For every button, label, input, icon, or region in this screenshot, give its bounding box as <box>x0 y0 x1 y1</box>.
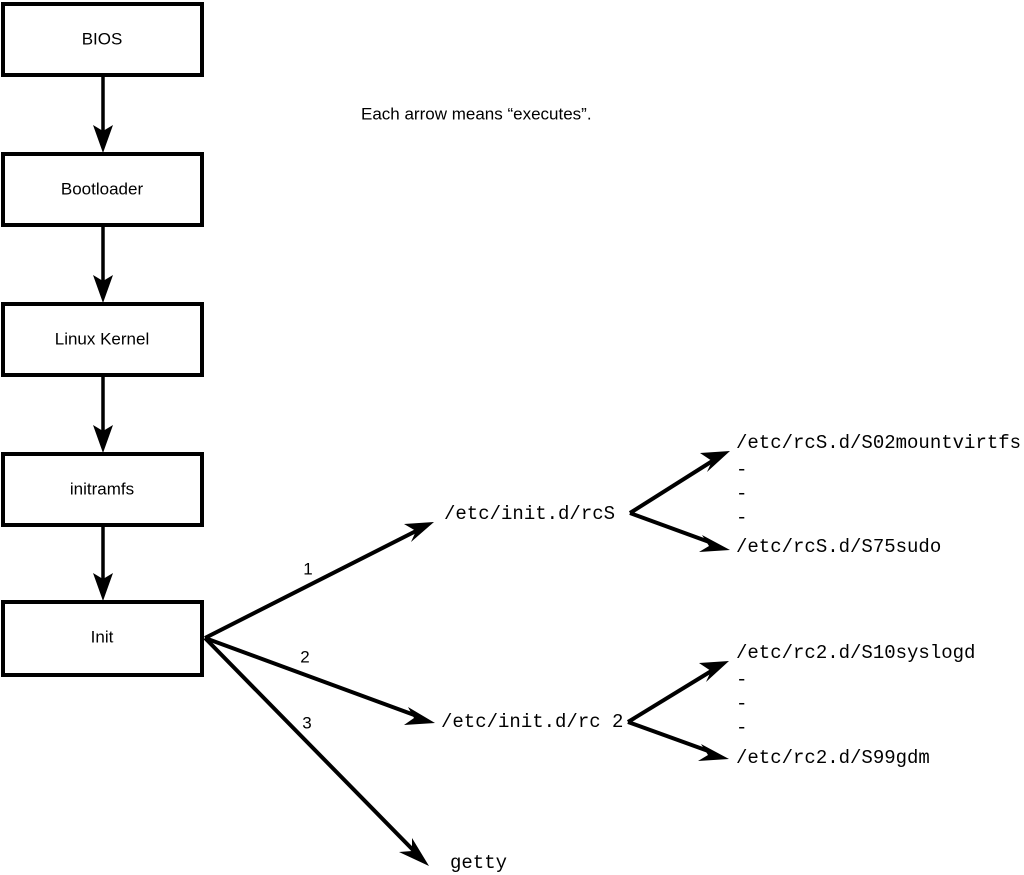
rcs-script-first: /etc/rcS.d/S02mountvirtfs <box>736 432 1021 454</box>
branch-number-3: 3 <box>302 713 311 732</box>
init-branch-numbers: 1 2 3 <box>300 559 312 732</box>
node-bootloader: Bootloader <box>1 152 204 227</box>
node-init-label: Init <box>91 627 114 646</box>
branch-target-rc2: /etc/init.d/rc 2 <box>441 711 623 733</box>
arrow-init-branch-1 <box>204 522 434 640</box>
init-branch-arrows <box>203 522 435 866</box>
init-branch-targets: /etc/init.d/rcS /etc/init.d/rc 2 getty <box>441 503 623 874</box>
arrow-rcs-to-last <box>629 511 730 552</box>
node-initramfs-rect <box>1 452 204 527</box>
node-linux-kernel-rect <box>1 302 204 377</box>
rc2-script-labels: /etc/rc2.d/S10syslogd - - - /etc/rc2.d/S… <box>736 642 975 769</box>
arrow-init-branch-3 <box>203 636 429 866</box>
branch-number-2: 2 <box>300 647 309 666</box>
node-initramfs-label: initramfs <box>70 479 134 498</box>
rc2-ellipsis-dash-1: - <box>736 669 747 691</box>
arrow-bootloader-to-kernel <box>93 226 113 303</box>
rc2-ellipsis-dash-3: - <box>736 717 747 739</box>
arrow-init-branch-2 <box>204 636 435 725</box>
node-bootloader-label: Bootloader <box>61 179 144 198</box>
branch-target-rcs: /etc/init.d/rcS <box>444 503 615 525</box>
rc2-fanout-arrows <box>626 661 729 761</box>
rcs-ellipsis-dash-3: - <box>736 507 747 529</box>
node-bootloader-rect <box>1 152 204 227</box>
node-initramfs: initramfs <box>1 452 204 527</box>
rcs-script-last: /etc/rcS.d/S75sudo <box>736 536 941 558</box>
rcs-fanout-arrows <box>628 451 730 552</box>
node-bios-rect <box>1 2 204 77</box>
arrow-kernel-to-initramfs <box>93 376 113 453</box>
legend-note: Each arrow means “executes”. <box>361 104 592 123</box>
arrow-initramfs-to-init <box>93 526 113 601</box>
rcs-ellipsis-dash-2: - <box>736 483 747 505</box>
node-init: Init <box>1 600 204 677</box>
arrow-rcs-to-first <box>628 451 730 515</box>
rcs-ellipsis-dash-1: - <box>736 459 747 481</box>
rc2-ellipsis-dash-2: - <box>736 693 747 715</box>
branch-number-1: 1 <box>303 559 312 578</box>
rcs-script-labels: /etc/rcS.d/S02mountvirtfs - - - /etc/rcS… <box>736 432 1021 558</box>
boot-chain-group: BIOS Bootloader Linux Kernel initramfs I… <box>1 2 204 677</box>
node-init-rect <box>1 600 204 677</box>
arrow-rc2-to-last <box>627 720 729 761</box>
node-bios: BIOS <box>1 2 204 77</box>
node-linux-kernel-label: Linux Kernel <box>55 329 150 348</box>
branch-target-getty: getty <box>450 852 507 874</box>
rc2-script-first: /etc/rc2.d/S10syslogd <box>736 642 975 664</box>
arrow-bios-to-bootloader <box>93 76 113 153</box>
rc2-script-last: /etc/rc2.d/S99gdm <box>736 747 930 769</box>
node-linux-kernel: Linux Kernel <box>1 302 204 377</box>
boot-chain-arrows <box>93 76 113 601</box>
arrow-rc2-to-first <box>626 661 729 724</box>
node-bios-label: BIOS <box>82 29 123 48</box>
